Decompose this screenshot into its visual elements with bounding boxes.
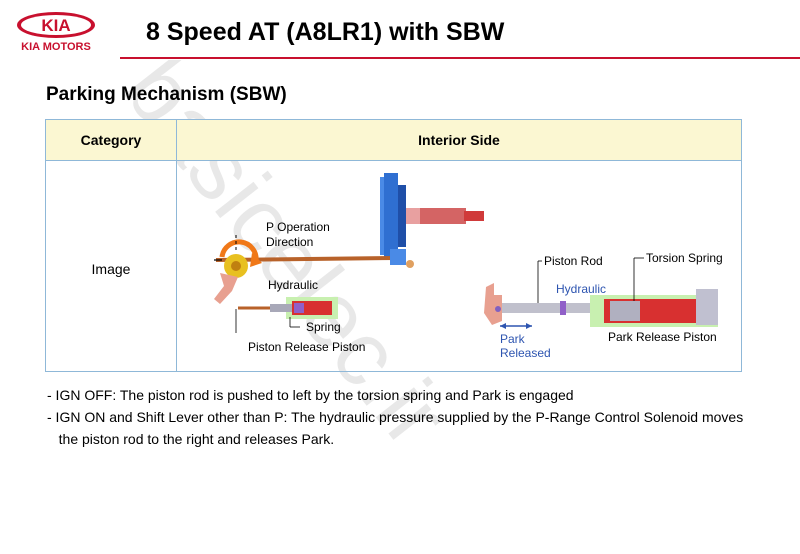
released-arrow-right	[526, 323, 532, 329]
table-header-row	[46, 120, 741, 161]
direction-arrow	[219, 239, 259, 262]
label-torsion-spring: Torsion Spring	[646, 251, 723, 265]
rod-pivot	[406, 260, 414, 268]
right-assembly: Piston Rod Torsion Spring Hydraulic Park…	[484, 251, 723, 360]
detent-lever	[214, 273, 238, 304]
label-park-release-piston: Park Release Piston	[608, 330, 717, 344]
note-ign-on-cont: the piston rod to the right and releases…	[47, 431, 335, 447]
label-piston-rod: Piston Rod	[544, 254, 603, 268]
table-column-divider	[176, 120, 177, 371]
pawl-pin	[495, 306, 501, 312]
kia-motors-logo: KIA KIA MOTORS	[17, 12, 95, 53]
label-piston-release-piston: Piston Release Piston	[248, 340, 365, 354]
logo-wordmark: KIA MOTORS	[21, 41, 91, 53]
direction-arrow-head	[250, 253, 262, 267]
label-p-operation-2: Direction	[266, 235, 313, 249]
label-hydraulic-left: Hydraulic	[268, 278, 318, 292]
page-title: 8 Speed AT (A8LR1) with SBW	[146, 18, 505, 46]
piston-rod-small	[270, 304, 292, 312]
parking-rod	[215, 256, 399, 262]
torsion-spring-coil	[610, 301, 640, 321]
label-hydraulic-right: Hydraulic	[556, 282, 606, 296]
end-cap	[696, 289, 718, 325]
piston-spring-coil	[294, 303, 304, 313]
info-table: Category Interior Side Image	[45, 119, 742, 372]
parking-pawl	[484, 283, 502, 325]
drum-hub	[398, 185, 406, 247]
rod-collar	[560, 301, 566, 315]
label-park: Park	[500, 332, 526, 346]
released-arrow-left	[500, 323, 506, 329]
drum-gear	[384, 173, 398, 259]
label-released: Released	[500, 346, 551, 360]
note-ign-off: - IGN OFF: The piston rod is pushed to l…	[47, 387, 574, 403]
shaft-end	[464, 211, 484, 221]
label-spring: Spring	[306, 320, 341, 334]
piston-rod	[502, 303, 590, 313]
header-interior-side: Interior Side	[418, 132, 500, 148]
header-category: Category	[80, 132, 142, 148]
title-rule	[120, 57, 800, 59]
shaft-splines	[420, 208, 466, 224]
svg-text:KIA: KIA	[41, 16, 70, 35]
drum-teeth	[380, 177, 384, 255]
cam-center	[231, 261, 241, 271]
parking-mechanism-diagram: P Operation Direction Hydraulic Spring P…	[214, 173, 723, 360]
row-label-image: Image	[91, 261, 131, 277]
notes: - IGN OFF: The piston rod is pushed to l…	[47, 384, 743, 450]
label-p-operation: P Operation	[266, 220, 330, 234]
left-assembly: P Operation Direction Hydraulic Spring P…	[214, 173, 484, 354]
rod-bracket	[390, 249, 406, 265]
note-ign-on: - IGN ON and Shift Lever other than P: T…	[47, 409, 744, 425]
section-title: Parking Mechanism (SBW)	[46, 84, 287, 105]
